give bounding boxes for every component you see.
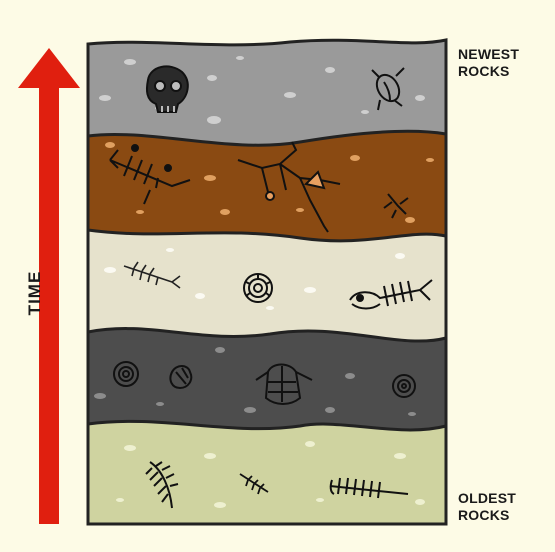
oldest-rocks-label: OLDEST ROCKS xyxy=(458,490,516,524)
time-axis-label: TIME xyxy=(25,268,45,318)
newest-rocks-label: NEWEST ROCKS xyxy=(458,46,519,80)
rock-column xyxy=(88,40,446,524)
newest-layer xyxy=(88,40,446,145)
oldest-layer xyxy=(88,418,446,524)
